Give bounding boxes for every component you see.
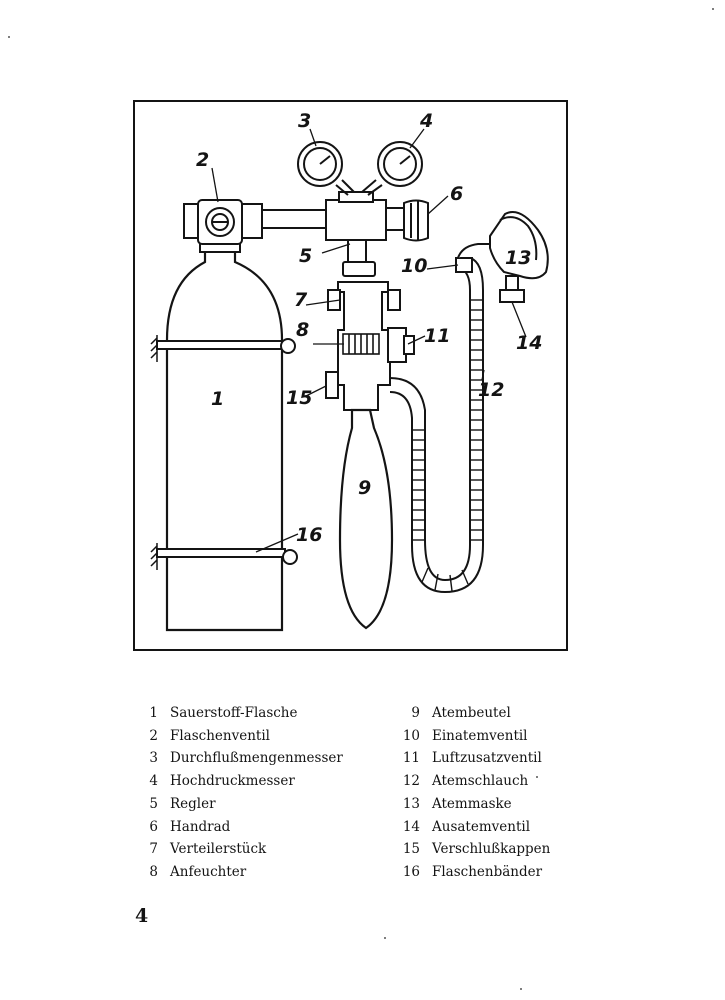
legend-item: 1 Sauerstoff-Flasche bbox=[130, 702, 360, 725]
legend-item: 2 Flaschenventil bbox=[130, 725, 360, 748]
legend-left-column: 1 Sauerstoff-Flasche 2 Flaschenventil 3 Dur… bbox=[130, 702, 360, 884]
callout-5: 5 bbox=[299, 245, 312, 267]
legend-label: Atemmaske bbox=[432, 795, 512, 812]
legend-label: Anfeuchter bbox=[170, 863, 247, 880]
scan-speck bbox=[712, 8, 714, 10]
legend-item: 14 Ausatemventil bbox=[392, 816, 622, 839]
legend-item: 6 Handrad bbox=[130, 816, 360, 839]
callout-8: 8 bbox=[296, 319, 309, 341]
air-admission-valve bbox=[387, 327, 415, 363]
humidifier bbox=[342, 333, 380, 355]
legend-label: Ausatemventil bbox=[432, 818, 531, 835]
oxygen-cylinder bbox=[165, 248, 284, 632]
callout-9: 9 bbox=[358, 477, 371, 499]
legend-item: 16 Flaschenbänder bbox=[392, 861, 622, 884]
legend-number: 2 bbox=[149, 727, 158, 744]
cylinder-straps bbox=[156, 338, 298, 565]
legend-number: 15 bbox=[402, 841, 420, 858]
inhalation-valve bbox=[455, 243, 492, 273]
legend-number: 3 bbox=[149, 750, 158, 767]
legend-number: 6 bbox=[149, 818, 158, 835]
legend-right-column: 9 Atembeutel 10 Einatemventil 11 Luftzusatz… bbox=[392, 702, 622, 884]
callout-12: 12 bbox=[478, 379, 504, 401]
legend-number: 8 bbox=[149, 863, 158, 880]
hose-corrugation bbox=[412, 299, 483, 592]
legend-number: 14 bbox=[402, 818, 420, 835]
legend-label: Atemschlauch bbox=[432, 773, 529, 790]
callout-13: 13 bbox=[505, 247, 531, 269]
legend-label: Einatemventil bbox=[432, 727, 528, 744]
figure-frame bbox=[133, 100, 568, 651]
breathing-bag bbox=[338, 408, 394, 630]
callout-4: 4 bbox=[419, 110, 433, 132]
oxygen-apparatus-diagram: 1 2 3 4 5 6 7 8 9 10 11 12 13 14 15 16 bbox=[133, 100, 568, 651]
legend-item: 9 Atembeutel bbox=[392, 702, 622, 725]
legend-label: Flaschenbänder bbox=[432, 863, 543, 880]
legend-number: 12 bbox=[402, 773, 420, 790]
legend-label: Handrad bbox=[170, 818, 231, 835]
exhalation-valve bbox=[499, 275, 525, 303]
legend-label: Atembeutel bbox=[432, 705, 511, 721]
legend-item: 13 Atemmaske bbox=[392, 793, 622, 816]
page-number: 4 bbox=[135, 905, 149, 927]
legend-label: Verteilerstück bbox=[170, 841, 267, 858]
legend-number: 10 bbox=[402, 727, 420, 744]
scan-speck bbox=[536, 776, 538, 778]
legend-item: 7 Verteilerstück bbox=[130, 838, 360, 861]
callout-3: 3 bbox=[298, 110, 311, 132]
legend-label: Regler bbox=[170, 795, 216, 812]
legend-item: 5 Regler bbox=[130, 793, 360, 816]
legend-item: 4 Hochdruckmesser bbox=[130, 770, 360, 793]
legend-label: Hochdruckmesser bbox=[170, 773, 295, 790]
legend-number: 1 bbox=[149, 705, 158, 721]
breathing-mask bbox=[489, 211, 549, 280]
callout-6: 6 bbox=[450, 183, 463, 205]
legend-item: 11 Luftzusatzventil bbox=[392, 747, 622, 770]
callout-1: 1 bbox=[211, 388, 224, 410]
legend-item: 3 Durchflußmengenmesser bbox=[130, 747, 360, 770]
high-pressure-pipe bbox=[261, 209, 329, 229]
callout-11: 11 bbox=[424, 325, 450, 347]
legend-label: Flaschenventil bbox=[170, 727, 270, 744]
legend-number: 9 bbox=[411, 705, 420, 721]
regulator bbox=[325, 191, 429, 277]
breathing-hose bbox=[389, 257, 484, 594]
scan-speck bbox=[520, 988, 522, 990]
callout-7: 7 bbox=[294, 289, 308, 311]
callout-2: 2 bbox=[196, 149, 209, 171]
legend-number: 4 bbox=[149, 773, 158, 790]
legend-item: 10 Einatemventil bbox=[392, 725, 622, 748]
legend-number: 16 bbox=[402, 863, 420, 880]
legend-item: 8 Anfeuchter bbox=[130, 861, 360, 884]
flowmeter-gauge bbox=[297, 141, 355, 196]
callout-16: 16 bbox=[296, 524, 322, 546]
legend-label: Luftzusatzventil bbox=[432, 750, 542, 767]
pressure-gauge bbox=[361, 141, 423, 196]
callout-15: 15 bbox=[286, 387, 312, 409]
legend-number: 11 bbox=[402, 750, 420, 767]
legend-item: 12 Atemschlauch bbox=[392, 770, 622, 793]
callout-10: 10 bbox=[401, 255, 427, 277]
legend-label: Durchflußmengenmesser bbox=[170, 750, 343, 767]
legend-number: 13 bbox=[402, 795, 420, 812]
cylinder-valve bbox=[183, 199, 263, 253]
legend-item: 15 Verschlußkappen bbox=[392, 838, 622, 861]
legend-number: 5 bbox=[149, 795, 158, 812]
callout-14: 14 bbox=[516, 332, 542, 354]
leader-lines bbox=[211, 128, 527, 553]
scan-speck bbox=[384, 937, 386, 939]
wall-mount-hatching bbox=[150, 335, 158, 570]
legend-number: 7 bbox=[149, 841, 158, 858]
legend-label: Verschlußkappen bbox=[432, 841, 551, 858]
scan-speck bbox=[8, 36, 10, 38]
legend-label: Sauerstoff-Flasche bbox=[170, 705, 298, 721]
